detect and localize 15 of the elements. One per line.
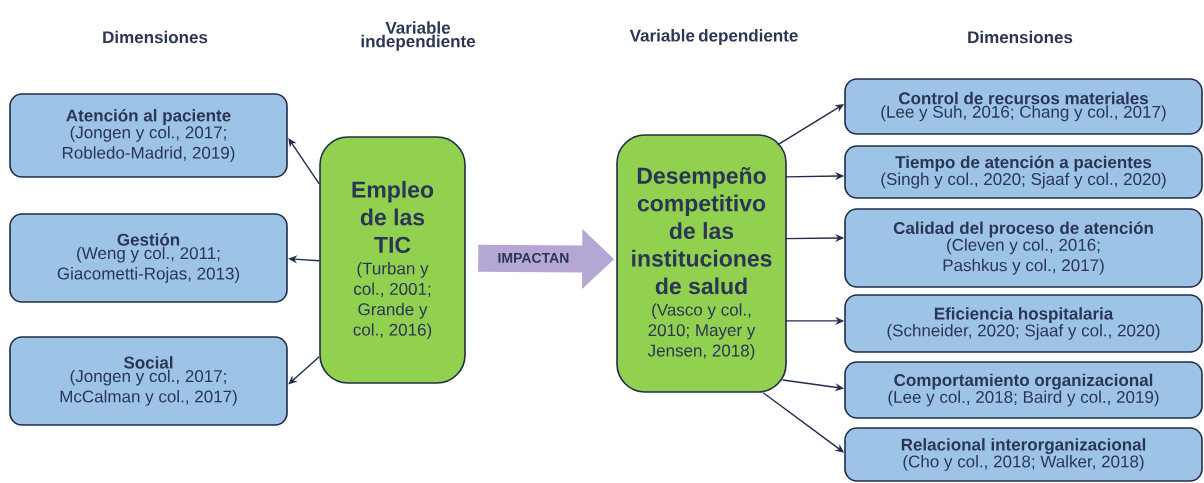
variable-box: Desempeño competitivo de las instituciones de salud (Vasco y col., 2010; Mayer y Jensen, 2018)	[616, 134, 787, 393]
dimension-box: Comportamiento organizacional (Lee y col., 2018; Baird y col., 2019)	[844, 361, 1203, 419]
column-heading: Dimensiones	[103, 30, 208, 44]
variable-box: Empleo de las TIC (Turban y col., 2001; Grande y col., 2016)	[319, 136, 466, 384]
column-heading: Variable independiente	[361, 21, 476, 51]
dimension-box: Relacional interorganizacional (Cho y col., 2018; Walker, 2018)	[844, 427, 1203, 482]
dimension-box: Gestión (Weng y col., 2011; Giacometti-Rojas, 2013)	[9, 213, 288, 303]
dimension-box: Tiempo de atención a pacientes (Singh y col., 2020; Sjaaf y col., 2020)	[844, 145, 1203, 199]
dimension-box: Control de recursos materiales (Lee y Suh, 2016; Chang y col., 2017)	[844, 78, 1203, 135]
column-heading: Dimensiones	[968, 30, 1073, 44]
column-heading: Variable dependiente	[629, 29, 798, 45]
dimension-box: Eficiencia hospitalaria (Schneider, 2020; Sjaaf y col., 2020)	[844, 294, 1203, 353]
dimension-box: Social (Jongen y col., 2017; McCalman y col., 2017)	[9, 336, 288, 426]
dimension-box: Calidad del proceso de atención (Cleven y col., 2016; Pashkus y col., 2017)	[844, 208, 1203, 288]
dimension-box: Atención al paciente (Jongen y col., 2017; Robledo-Madrid, 2019)	[9, 93, 288, 178]
